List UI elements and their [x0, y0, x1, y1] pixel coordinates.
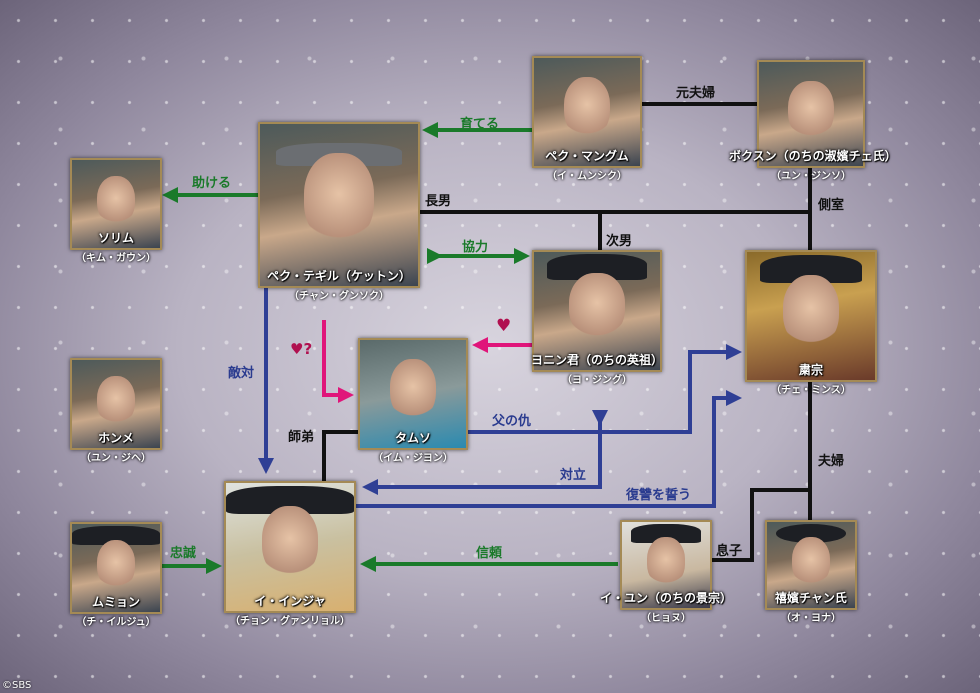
- character-name: イ・ユン（のちの景宗）: [599, 591, 732, 605]
- card-huibin: 禧嬪チャン氏 （オ・ヨナ）: [765, 520, 857, 624]
- portrait: [226, 483, 354, 611]
- label-sokushitsu: 側室: [818, 198, 845, 213]
- actor-name: （チェ・ミンス）: [771, 385, 851, 396]
- actor-name: （キム・ガウン）: [76, 253, 156, 264]
- card-injwa: イ・インジャ （チョン・グァンリョル）: [224, 481, 356, 627]
- card-hongme: ホンメ （ユン・ジヘ）: [70, 358, 162, 464]
- card-tamuso: タムソ （イム・ジヨン）: [358, 338, 468, 464]
- character-name: タムソ: [394, 431, 431, 445]
- label-sodateru: 育てる: [460, 117, 500, 132]
- label-fufu: 夫婦: [818, 454, 845, 469]
- actor-name: （ヒョヌ）: [641, 613, 691, 624]
- character-name: ヨニン君（のちの英祖）: [530, 353, 663, 367]
- label-jinan: 次男: [606, 234, 633, 249]
- label-fukushu: 復讐を誓う: [626, 488, 692, 503]
- actor-name: （ヨ・ジング）: [562, 375, 632, 386]
- label-heart-q: ♥?: [290, 340, 313, 358]
- actor-name: （オ・ヨナ）: [781, 613, 841, 624]
- portrait: [534, 58, 640, 166]
- character-name: ボクスン（のちの淑嬪チェ氏）: [729, 149, 897, 163]
- portrait: [534, 252, 660, 370]
- line-fukushu: [356, 390, 742, 508]
- character-name: ホンメ: [98, 431, 134, 445]
- portrait: [767, 522, 855, 608]
- portrait: [260, 124, 418, 286]
- label-musuko: 息子: [716, 544, 743, 559]
- actor-name: （チャン・グンソク）: [289, 291, 389, 302]
- label-shinrai: 信頼: [476, 546, 503, 561]
- portrait: [72, 160, 160, 248]
- portrait: [360, 340, 466, 448]
- character-name: ムミョン: [91, 595, 140, 609]
- card-yun: イ・ユン（のちの景宗） （ヒョヌ）: [600, 520, 732, 624]
- character-name: ペク・テギル（ケットン）: [267, 269, 411, 283]
- label-chusei: 忠誠: [170, 546, 197, 561]
- character-name: ソリム: [97, 231, 134, 245]
- label-chonan: 長男: [425, 194, 452, 209]
- line-shitei: [322, 430, 358, 481]
- actor-name: （チョン・グァンリョル）: [230, 616, 350, 627]
- portrait: [759, 62, 863, 166]
- card-sorimu: ソリム （キム・ガウン）: [70, 158, 162, 264]
- portrait: [747, 252, 875, 380]
- card-sukjong: 粛宗 （チェ・ミンス）: [745, 250, 877, 396]
- line-family: [420, 168, 812, 250]
- character-name: 粛宗: [798, 363, 823, 377]
- actor-name: （チ・イルジュ）: [76, 617, 156, 628]
- portrait: [622, 522, 710, 608]
- copyright: ©SBS: [2, 680, 32, 691]
- line-musuko: [712, 488, 810, 562]
- card-yeoningun: ヨニン君（のちの英祖） （ヨ・ジング）: [531, 250, 663, 386]
- card-mumyeon: ムミョン （チ・イルジュ）: [70, 522, 162, 628]
- label-heart: ♥: [496, 316, 512, 336]
- label-motofufu: 元夫婦: [676, 86, 716, 101]
- line-heart-q: [322, 320, 354, 403]
- label-shitei: 師弟: [288, 430, 315, 445]
- actor-name: （ユン・ジヘ）: [81, 453, 151, 464]
- card-taegil: ペク・テギル（ケットン） （チャン・グンソク）: [258, 122, 420, 302]
- label-chichi: 父の仇: [492, 414, 532, 429]
- card-mangum: ペク・マングム （イ・ムンシク）: [532, 56, 642, 182]
- character-name: 禧嬪チャン氏: [775, 591, 847, 605]
- card-bokusun: ボクスン（のちの淑嬪チェ氏） （ユン・ジンソ）: [729, 60, 897, 182]
- character-name: ペク・マングム: [545, 149, 629, 163]
- label-tekitai: 敵対: [228, 366, 255, 381]
- actor-name: （イ・ムンシク）: [547, 171, 627, 182]
- label-kyoryoku: 協力: [462, 240, 489, 255]
- portrait: [72, 360, 160, 448]
- character-name: イ・インジャ: [254, 594, 326, 608]
- line-tairitsu: [362, 410, 608, 495]
- portrait: [72, 524, 160, 612]
- label-tairitsu: 対立: [560, 468, 587, 483]
- actor-name: （ユン・ジンソ）: [771, 171, 851, 182]
- actor-name: （イム・ジヨン）: [373, 453, 453, 464]
- label-tasukeru: 助ける: [192, 176, 232, 191]
